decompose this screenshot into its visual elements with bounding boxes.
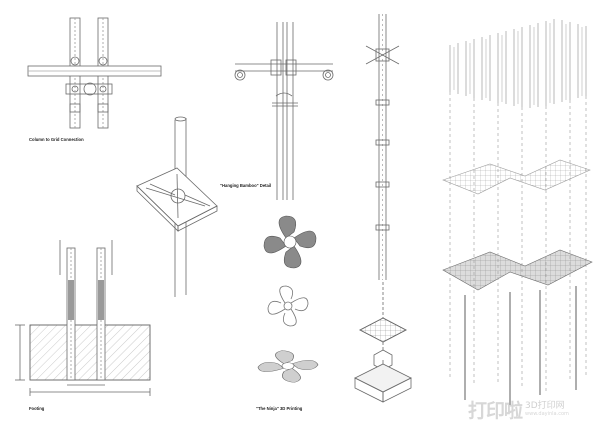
footing-section-drawing	[15, 240, 151, 396]
watermark-chinese: 3D打印网	[525, 400, 565, 411]
footing-label: Footing	[29, 406, 45, 411]
lower-grid-layer	[442, 249, 593, 291]
canopy-rods	[449, 19, 587, 108]
dashed-guides	[449, 92, 587, 392]
watermark-url: www.dayinla.com	[525, 410, 569, 417]
ninja-shape-perspective	[257, 350, 319, 383]
column-grid-connection-label: Column to Grid Connection	[29, 137, 84, 142]
support-stems	[464, 286, 577, 405]
watermark: 打印啦 3D打印网 www.dayinla.com	[468, 394, 598, 424]
column-grid-connection-drawing	[27, 17, 162, 129]
exploded-column-drawing	[354, 14, 412, 403]
column-base-perspective	[136, 116, 218, 297]
hanging-bamboo-drawing	[234, 22, 334, 200]
ninja-shape-solid	[263, 215, 317, 269]
ninja-shape-outline	[267, 285, 309, 327]
hanging-bamboo-label: "Hanging Bamboo" Detail	[220, 183, 272, 188]
middle-grid-layer	[442, 159, 591, 195]
watermark-logo: 打印啦	[468, 399, 523, 422]
exploded-axonometric-drawing	[442, 19, 593, 405]
ninja-print-label: "The Ninja" 3D Printing	[256, 406, 303, 411]
